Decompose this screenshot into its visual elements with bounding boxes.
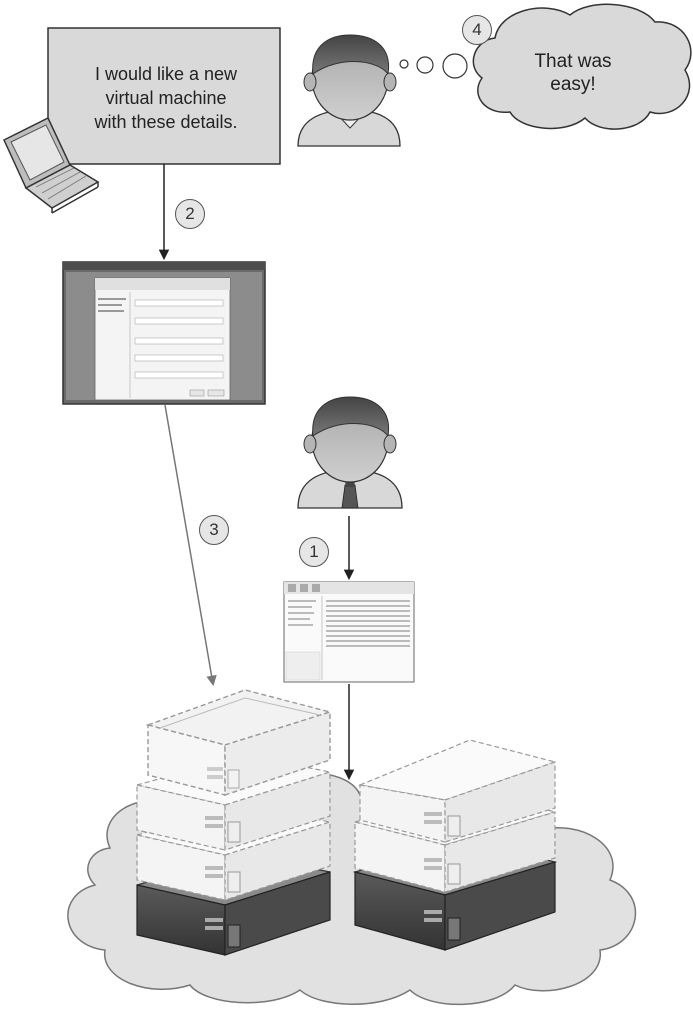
- right-server-stack: [352, 739, 558, 951]
- new-virtual-machine-server-icon: [145, 689, 333, 796]
- vm-request-form-screenshot: [62, 261, 266, 405]
- thought-text: That was easy!: [508, 50, 638, 96]
- request-text: I would like a new virtual machine with …: [52, 62, 280, 134]
- thought-text-line: That was: [534, 51, 612, 72]
- request-text-line: with these details.: [94, 112, 238, 132]
- administrator-person-icon: [297, 396, 403, 509]
- step-marker-1: 1: [299, 537, 329, 567]
- step-marker-3: 3: [199, 515, 229, 545]
- laptop-icon: [3, 116, 100, 214]
- request-text-line: I would like a new: [94, 64, 238, 84]
- request-speech-box: [47, 27, 281, 165]
- management-console-screenshot: [283, 581, 415, 683]
- step-marker-2: 2: [175, 199, 205, 229]
- thought-text-line: easy!: [550, 74, 596, 95]
- arrow-portal-to-servers: [164, 404, 217, 687]
- requester-person-icon: [297, 34, 401, 147]
- server-rack-icon: [357, 739, 558, 843]
- step-marker-4: 4: [462, 15, 492, 45]
- thought-bubble: [399, 3, 692, 130]
- request-text-line: virtual machine: [105, 88, 227, 108]
- left-server-stack: [136, 689, 333, 956]
